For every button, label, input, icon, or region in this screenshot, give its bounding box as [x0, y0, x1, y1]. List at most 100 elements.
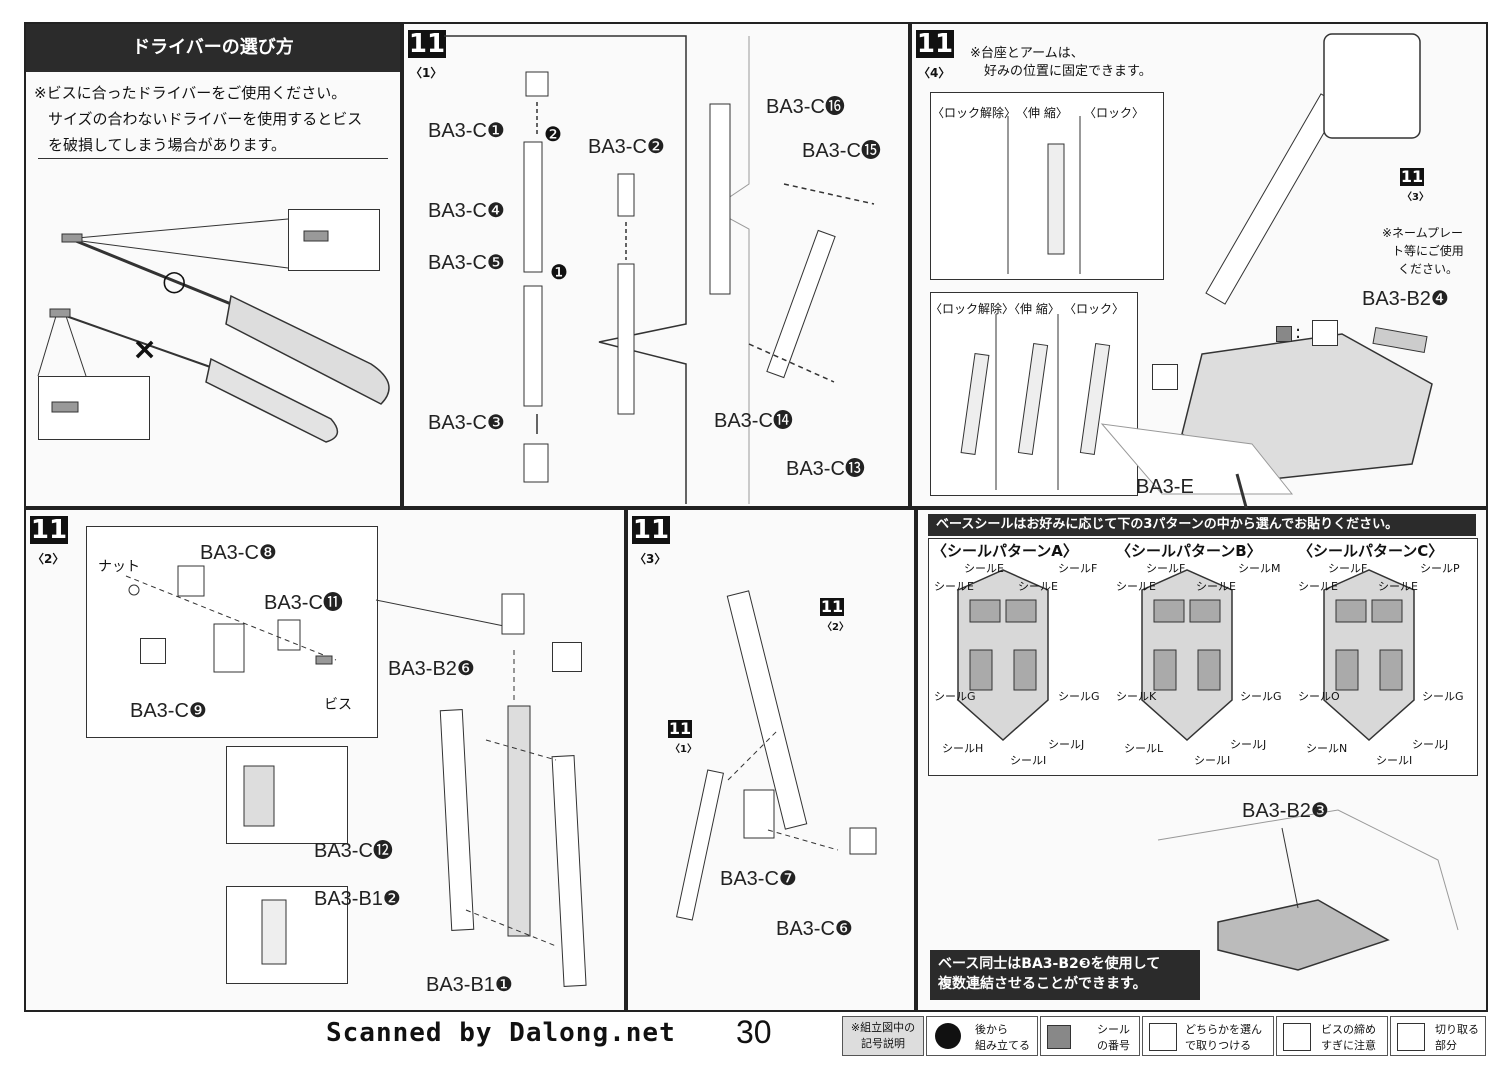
label-ba3-b2-4: BA3-B2❹ [1362, 288, 1449, 310]
detail-box-a [226, 746, 348, 844]
nameplate-note-1: ※ネームプレー [1382, 226, 1463, 240]
seal-a-i: シールI [1010, 754, 1047, 767]
seal-c-f: シールF [1328, 562, 1368, 575]
step-panel-3: 11 〈3〉 11 〈2〉 11 〈1〉 BA3-C❼ BA3-C❻ [626, 508, 916, 1012]
label-ba3-c9: BA3-C❾ [130, 700, 207, 722]
nameplate-note-2: ト等にご使用 [1392, 244, 1464, 258]
seal-a-h: シールH [942, 742, 984, 755]
label-ba3-c15: BA3-C⓯ [802, 140, 881, 162]
legend-title-2: 記号説明 [861, 1037, 905, 1050]
ok-mark: ○ [162, 264, 187, 297]
seal-hex-diagrams [957, 569, 1459, 971]
label-ba3-b1-2: BA3-B1❷ [314, 888, 401, 910]
step3-diagram [675, 590, 877, 921]
ref-step-1: 11 [668, 719, 692, 738]
nut-label: ナット [98, 559, 140, 575]
lock-label-5: 〈伸 縮〉 [1008, 302, 1060, 316]
seal-c-i: シールI [1376, 754, 1413, 767]
choose-one-icon [1149, 1023, 1177, 1051]
ref-step-2-sub: 〈2〉 [822, 622, 849, 633]
legend-text: 部分 [1435, 1039, 1457, 1052]
step-number: 11 [408, 29, 446, 59]
driver-text-1: ※ビスに合ったドライバーをご使用ください。 [34, 84, 347, 102]
label-ba3-c8: BA3-C❽ [200, 542, 277, 564]
cut-icon [1397, 1023, 1425, 1051]
legend-text: 切り取る [1435, 1023, 1479, 1036]
seal-b-k: シールK [1116, 690, 1157, 703]
lock-label-1: 〈ロック解除〉 [932, 106, 1017, 120]
legend-text: すぎに注意 [1321, 1039, 1376, 1052]
step-sub: 〈2〉 [32, 552, 65, 566]
pattern-a-title: 〈シールパターンA〉 [932, 542, 1078, 560]
order-arrow-2: ❷ [544, 122, 562, 146]
driver-title: ドライバーの選び方 [26, 24, 400, 72]
legend-text: ビスの締め [1321, 1023, 1376, 1036]
step-panel-4: 11 〈4〉 ※台座とアームは、 好みの位置に固定できます。 〈ロック解除〉 〈… [910, 22, 1488, 530]
ref-step-1-sub: 〈1〉 [670, 744, 697, 755]
pattern-c-title: 〈シールパターンC〉 [1298, 542, 1444, 560]
screw-label: ビス [324, 697, 352, 713]
legend-assemble-later: 後から 組み立てる [926, 1016, 1038, 1056]
step4-diagram [960, 33, 1433, 530]
step4-note-1: ※台座とアームは、 [970, 46, 1084, 61]
assemble-later-icon [552, 642, 582, 672]
step4-note-2: 好みの位置に固定できます。 [984, 64, 1152, 79]
seal-a-j: シールJ [1048, 738, 1085, 751]
label-ba3-c4: BA3-C❹ [428, 200, 505, 222]
base-join-text-1: ベース同士はBA3-B2❸を使用して [938, 956, 1161, 972]
seal-a-g1: シールG [934, 690, 976, 703]
nameplate-note-3: ください。 [1398, 262, 1459, 276]
driver-panel: ドライバーの選び方 ※ビスに合ったドライバーをご使用ください。 サイズの合わない… [24, 22, 402, 508]
label-ba3-c14: BA3-C⓮ [714, 410, 793, 432]
legend-seal-number: シール の番号 [1040, 1016, 1140, 1056]
legend-text: どちらかを選ん [1185, 1023, 1262, 1036]
ref-step-3-sub: 〈3〉 [1402, 192, 1429, 203]
screw-warning-icon [1283, 1023, 1311, 1051]
driver-text-3: を破損してしまう場合があります。 [48, 136, 287, 154]
step-sub: 〈3〉 [634, 552, 667, 566]
seal-b-l: シールL [1124, 742, 1164, 755]
seal-b-f: シールF [1146, 562, 1186, 575]
lock-label-2: 〈伸 縮〉 [1016, 106, 1068, 120]
seal-a-e2: シールE [964, 562, 1004, 575]
driver-text-2: サイズの合わないドライバーを使用するとビス [48, 110, 363, 128]
seal-a-icon [1276, 326, 1292, 342]
label-ba3-c1: BA3-C❶ [428, 120, 505, 142]
step-number: 11 [632, 515, 670, 545]
seal-c-o: シールO [1298, 690, 1340, 703]
seal-c-e2: シールE [1378, 580, 1418, 593]
step-number: 11 [916, 29, 954, 59]
legend-choose-one: どちらかを選ん で取りつける [1142, 1016, 1274, 1056]
cut-icon [1152, 364, 1178, 390]
label-ba3-b1-1: BA3-B1❶ [426, 974, 513, 996]
seal-b-e1: シールE [1116, 580, 1156, 593]
assemble-later-icon [935, 1023, 961, 1049]
seal-c-p: シールP [1420, 562, 1460, 575]
label-ba3-b2-3: BA3-B2❸ [1242, 800, 1329, 822]
lock-label-6: 〈ロック〉 [1064, 302, 1125, 316]
seal-a-g2: シールG [1058, 690, 1100, 703]
seal-b-e2: シールE [1196, 580, 1236, 593]
label-ba3-c2: BA3-C❷ [588, 136, 665, 158]
ng-mark: × [132, 332, 158, 367]
legend-text: で取りつける [1185, 1039, 1252, 1052]
pattern-b-title: 〈シールパターンB〉 [1116, 542, 1262, 560]
seal-colon: : [1295, 322, 1302, 343]
label-ba3-c16: BA3-C⓰ [766, 96, 845, 118]
step-number: 11 [30, 515, 68, 545]
label-ba3-c7: BA3-C❼ [720, 868, 797, 890]
seal-c-j: シールJ [1412, 738, 1449, 751]
seal-header: ベースシールはお好みに応じて下の3パターンの中から選んでお貼りください。 [928, 514, 1476, 536]
screw-warning-icon [140, 638, 166, 664]
step-sub: 〈4〉 [918, 66, 951, 80]
step2-diagram [125, 565, 587, 987]
label-ba3-c11: BA3-C⓫ [264, 592, 343, 614]
legend-text: 組み立てる [975, 1039, 1030, 1052]
label-ba3-c13: BA3-C⓭ [786, 458, 865, 480]
seal-a-e3: シールE [1018, 580, 1058, 593]
legend-cut-part: 切り取る 部分 [1390, 1016, 1486, 1056]
order-arrow-1: ❶ [550, 260, 568, 284]
detail-box-b [226, 886, 348, 984]
lock-box-1 [930, 92, 1164, 280]
label-ba3-c6: BA3-C❻ [776, 918, 853, 940]
